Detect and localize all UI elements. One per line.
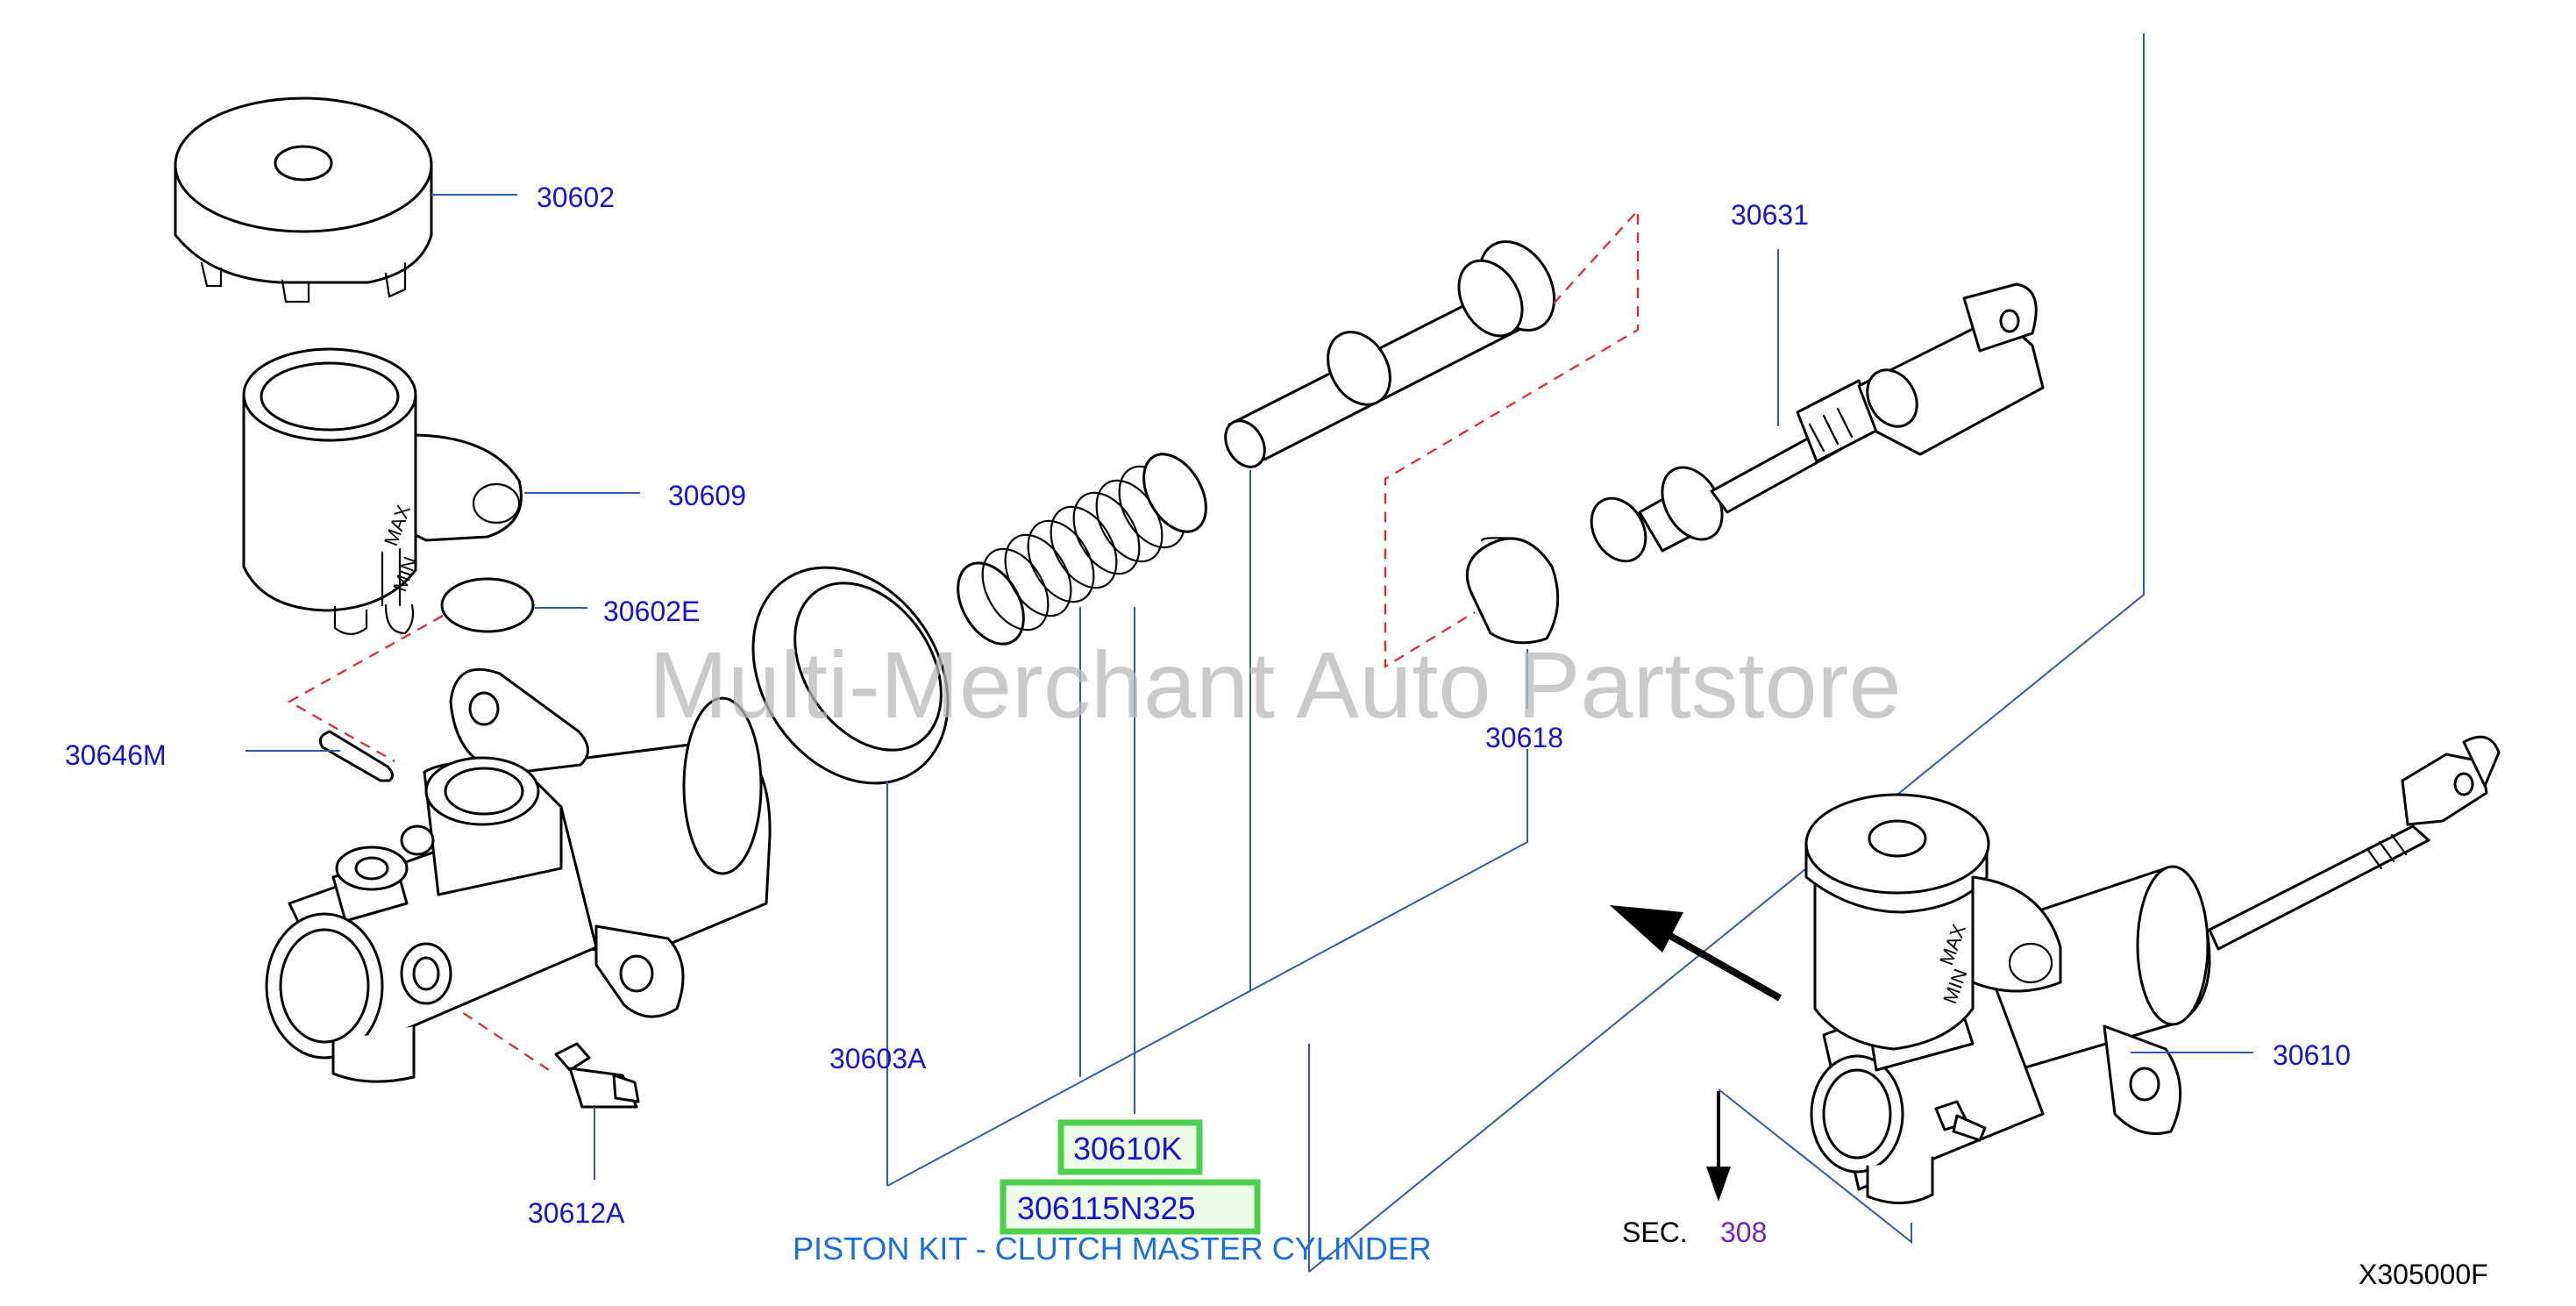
diagram-code: X305000F xyxy=(2359,1259,2488,1290)
roll-pin-drawing xyxy=(318,730,394,782)
part-label-30610[interactable]: 30610 xyxy=(2273,1039,2351,1071)
section-number-link[interactable]: 308 xyxy=(1720,1217,1767,1248)
piston-drawing xyxy=(1224,240,1556,468)
kit-part-number-label[interactable]: 306115N325 xyxy=(1017,1190,1196,1226)
part-label-30646M[interactable]: 30646M xyxy=(65,739,167,771)
push-rod-drawing xyxy=(1590,282,2045,563)
part-label-30602[interactable]: 30602 xyxy=(537,182,615,213)
kit-caption: PISTON KIT - CLUTCH MASTER CYLINDER xyxy=(793,1231,1432,1267)
section-reference-lines xyxy=(1706,1088,1912,1245)
part-label-30631[interactable]: 30631 xyxy=(1731,199,1809,231)
watermark: Multi-Merchant Auto Partstore xyxy=(649,632,1902,738)
part-label-30609[interactable]: 30609 xyxy=(668,480,746,511)
spring-drawing xyxy=(957,453,1207,646)
reservoir-drawing: MAX MIN xyxy=(242,347,523,636)
reservoir-cap-drawing xyxy=(174,96,433,303)
kit-bracket-lines xyxy=(1308,33,2145,1273)
part-label-30618[interactable]: 30618 xyxy=(1485,722,1563,753)
seal-ring-drawing xyxy=(751,566,950,785)
part-label-30603A[interactable]: 30603A xyxy=(829,1043,927,1074)
retainer-clip-drawing xyxy=(1465,537,1560,645)
master-cylinder-body-drawing xyxy=(265,667,772,1083)
down-arrow-icon xyxy=(1706,1167,1731,1202)
part-label-30612A[interactable]: 30612A xyxy=(528,1197,625,1229)
kit-code-label[interactable]: 30610K xyxy=(1073,1131,1182,1167)
kit-part-number-highlight xyxy=(1000,1179,1261,1235)
section-label: SEC. xyxy=(1622,1217,1688,1248)
part-label-30602E[interactable]: 30602E xyxy=(603,596,700,627)
bleeder-screw-drawing xyxy=(554,1042,640,1109)
assembled-master-cylinder-drawing: MAX MIN xyxy=(1804,735,2501,1205)
direction-arrow-icon xyxy=(1610,905,1782,1002)
o-ring-drawing xyxy=(440,577,535,633)
kit-code-highlight xyxy=(1057,1119,1203,1175)
